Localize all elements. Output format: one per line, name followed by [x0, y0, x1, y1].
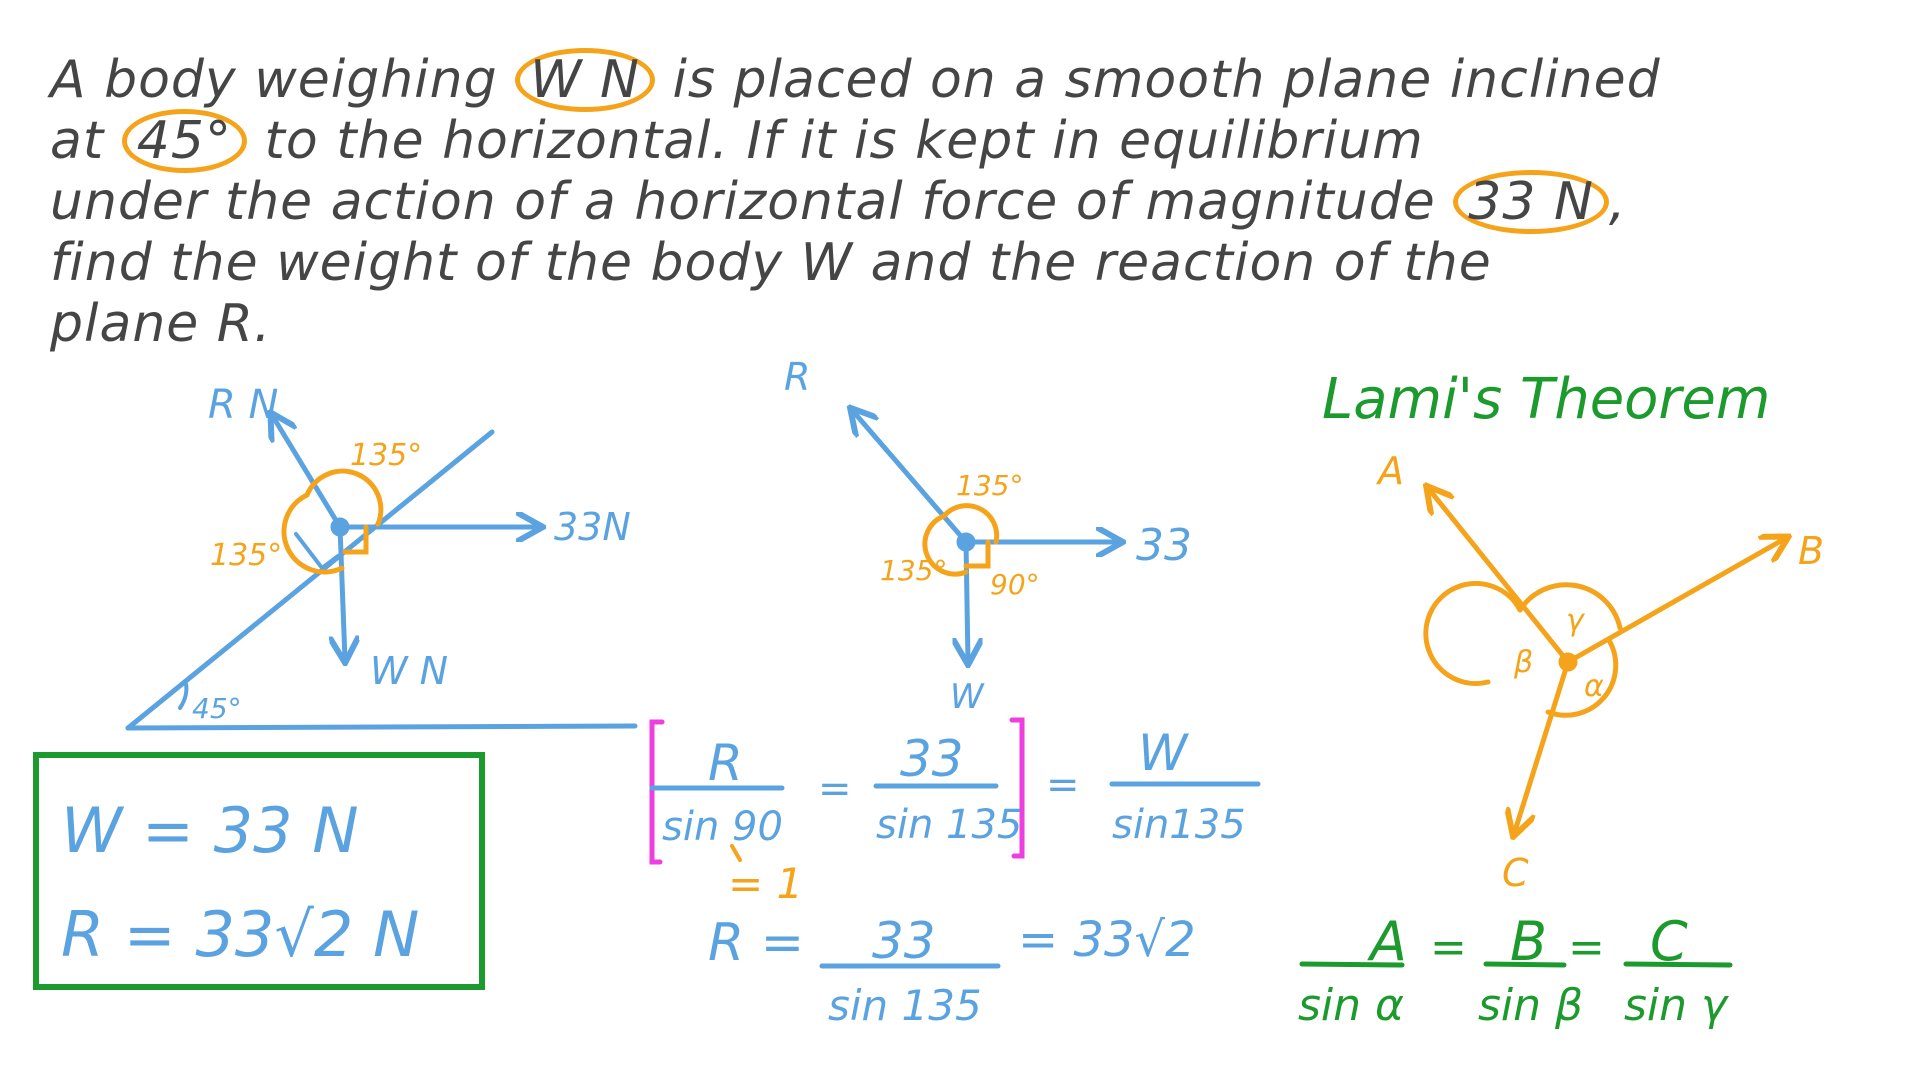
lami-formula: A sin α = B sin β = C sin γ — [1298, 910, 1733, 1031]
eq1-den-w: sin135 — [1112, 802, 1246, 848]
lami-fraction-bar — [1299, 961, 1405, 968]
answer-reaction: R = 33√2 N — [61, 898, 420, 971]
question-line-3: under the action of a horizontal force o… — [50, 170, 1880, 234]
force-reaction-label: R — [784, 355, 810, 399]
lami-fraction-bar — [1623, 961, 1733, 968]
force-angle-top: 135° — [956, 469, 1023, 502]
incline-plane — [125, 429, 495, 731]
question-fragment: at — [50, 111, 122, 171]
lami-angle-alpha: α — [1584, 669, 1604, 704]
incline-angle-top: 135° — [350, 438, 422, 473]
working-equation-1: R sin 90 = 33 sin 135 = W sin135 = 1 — [649, 717, 1261, 908]
incline-weight-label: W N — [370, 649, 448, 693]
lami-title: Lami's Theorem — [1322, 367, 1770, 432]
incline-angle-marks — [281, 468, 384, 575]
incline-angle-label: 45° — [192, 692, 242, 725]
lami-label-b: B — [1798, 529, 1824, 573]
force-weight-label: W — [950, 677, 985, 717]
force-arc-left — [922, 513, 969, 577]
lami-equals: = — [1568, 922, 1605, 973]
lami-angle-gamma: γ — [1566, 603, 1586, 638]
incline-angle-arc — [178, 682, 189, 710]
lami-diagram — [1426, 488, 1786, 834]
force-reaction-arrow — [852, 410, 969, 545]
sin90-pointer — [730, 844, 742, 862]
incline-angle-left: 135° — [210, 538, 282, 573]
lami-label-c: C — [1502, 851, 1529, 895]
question-line-4: find the weight of the body W and the re… — [50, 233, 1492, 293]
eq1-num-r: R — [708, 734, 743, 792]
question-text: A body weighing W N is placed on a smoot… — [50, 48, 1880, 355]
lami-arc-beta — [1423, 581, 1523, 686]
question-fragment: , — [1608, 172, 1627, 232]
force-angle-right: 90° — [990, 568, 1040, 601]
lami-equals: = — [1430, 922, 1467, 973]
lami-arc-gamma — [1517, 582, 1623, 631]
lami-arrow-a — [1428, 488, 1571, 665]
question-line-2: at 45° to the horizontal. If it is kept … — [50, 109, 1880, 173]
incline-reaction-label: R N — [208, 382, 278, 428]
right-angle-mark — [294, 532, 340, 571]
lami-angle-beta: β — [1513, 645, 1533, 680]
eq2-num: 33 — [872, 912, 936, 970]
question-line-1: A body weighing W N is placed on a smoot… — [50, 48, 1880, 112]
eq2-den: sin 135 — [828, 981, 982, 1030]
lami-arc-alpha — [1545, 639, 1619, 718]
question-fragment: A body weighing — [50, 50, 516, 110]
circled-angle: 45° — [121, 109, 247, 173]
bracket-right — [1009, 717, 1025, 859]
question-fragment: to the horizontal. If it is kept in equi… — [246, 111, 1424, 171]
lami-label-a: A — [1375, 449, 1404, 493]
weight-arrow — [340, 524, 345, 660]
question-fragment: under the action of a horizontal force o… — [50, 172, 1454, 232]
force-angle-marks — [922, 503, 1000, 577]
body-point — [330, 517, 350, 537]
eq1-num-w: W — [1138, 724, 1189, 782]
reaction-arrow — [272, 415, 343, 530]
circled-force: 33 N — [1453, 170, 1609, 234]
question-line-5: plane R. — [50, 294, 272, 354]
eq1-den-r: sin 90 — [662, 804, 783, 850]
question-fragment: is placed on a smooth plane inclined — [654, 50, 1661, 110]
force-horizontal-label: 33 — [1136, 520, 1192, 571]
angle-arc-left — [281, 492, 345, 575]
lami-fraction-bar — [1483, 961, 1567, 968]
answer-weight: W = 33 N — [61, 794, 359, 867]
lami-den-c: sin γ — [1624, 980, 1729, 1031]
force-right-angle — [963, 539, 991, 569]
answer-box: W = 33 N R = 33√2 N — [33, 752, 485, 990]
lami-den-a: sin α — [1298, 980, 1404, 1031]
angle-square-right — [342, 524, 369, 555]
lami-arrow-b — [1565, 538, 1786, 665]
bracket-left — [649, 719, 665, 865]
eq1-num-33: 33 — [900, 730, 964, 788]
working-equation-2: R = 33 sin 135 = 33√2 — [708, 912, 1196, 1030]
eq1-den-33: sin 135 — [876, 802, 1022, 848]
force-point — [956, 532, 976, 552]
lami-point — [1558, 652, 1578, 672]
force-weight-arrow — [966, 539, 968, 662]
lami-den-b: sin β — [1478, 980, 1583, 1031]
incline-force-label: 33N — [554, 505, 631, 549]
circled-weight: W N — [515, 48, 655, 112]
eq1-equals: = — [1046, 762, 1080, 808]
angle-arc-top — [304, 468, 384, 527]
eq1-equals: = — [818, 766, 852, 812]
lami-arrow-c — [1514, 659, 1571, 834]
ground-line — [125, 723, 638, 731]
force-arc-top — [941, 503, 1000, 545]
incline-diagram — [125, 415, 638, 731]
eq2-rhs: = 33√2 — [1018, 912, 1196, 968]
eq2-lhs: R = — [708, 913, 804, 973]
force-angle-left: 135° — [880, 554, 947, 587]
force-diagram — [852, 410, 1120, 662]
sin90-note: = 1 — [728, 859, 803, 908]
